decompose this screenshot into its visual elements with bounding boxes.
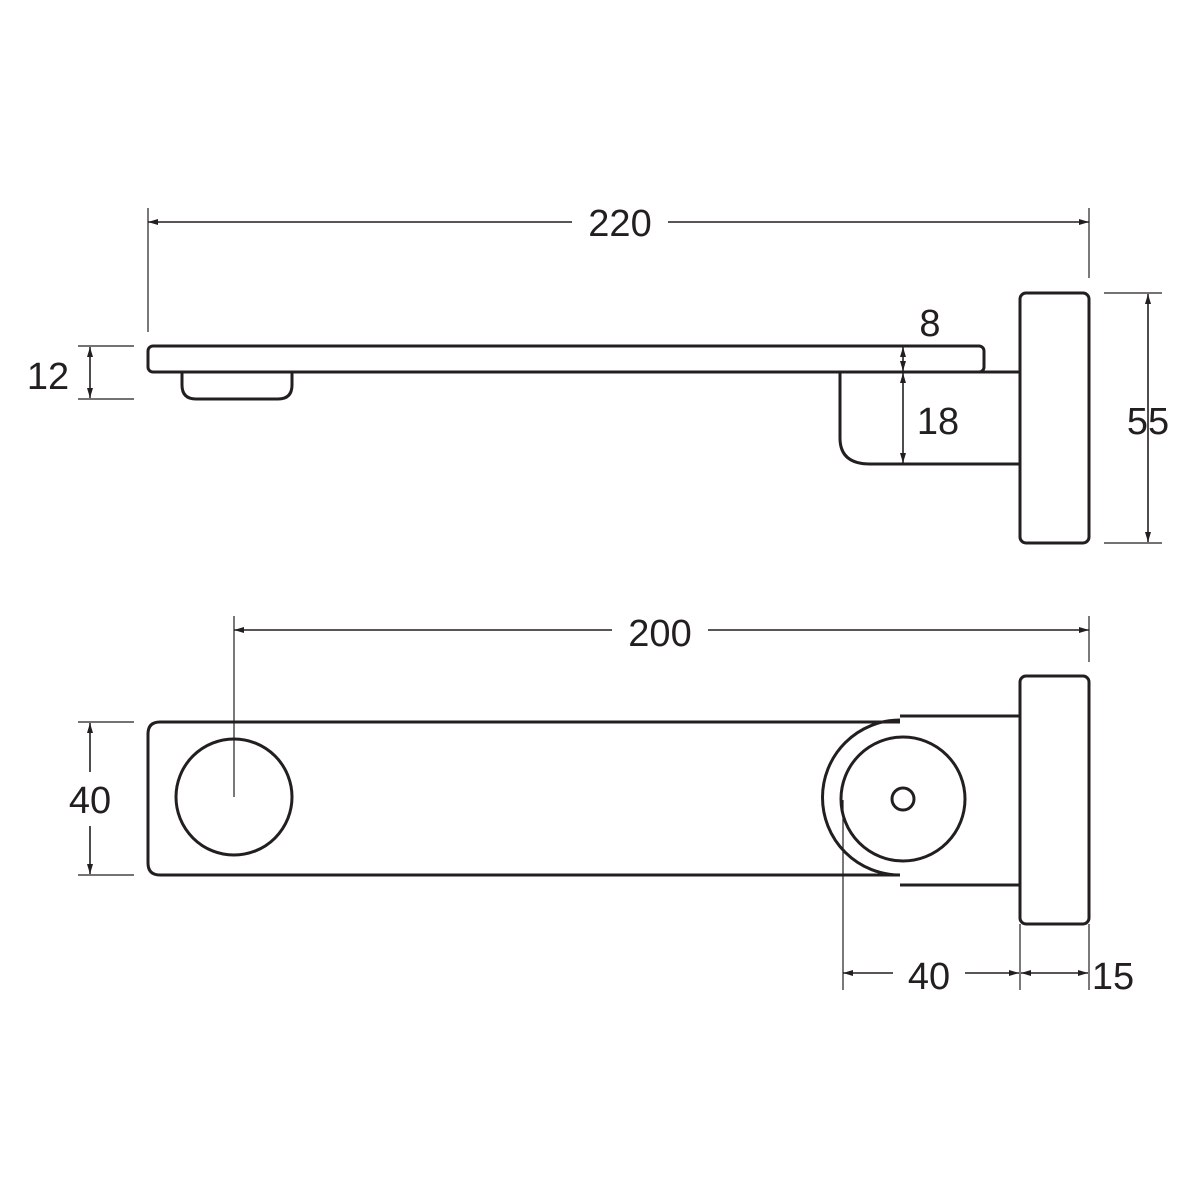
dim-plate-height: 55 xyxy=(1127,401,1169,443)
support-arm xyxy=(838,370,1022,466)
hub-outline xyxy=(821,718,901,877)
wall-plate-top xyxy=(1018,674,1091,926)
dim-hub-depth: 40 xyxy=(908,956,950,998)
dim-arm-height: 18 xyxy=(917,401,959,443)
dim-gap: 8 xyxy=(919,303,940,345)
top-view: 200 40 40 15 xyxy=(69,613,1134,998)
dim-plate-thickness: 15 xyxy=(1092,956,1134,998)
dim-overall-length: 220 xyxy=(588,203,651,245)
shelf-slab xyxy=(146,344,986,374)
screw-hole xyxy=(890,786,916,812)
wall-plate-side xyxy=(1018,291,1091,545)
side-view: 220 12 8 18 55 xyxy=(27,203,1169,545)
dim-arm-width: 40 xyxy=(69,780,111,822)
dim-hole-to-plate: 200 xyxy=(628,613,691,655)
dim-shelf-thickness: 12 xyxy=(27,356,69,398)
arm-body-top xyxy=(146,720,900,877)
shelf-pad xyxy=(180,372,294,401)
hub-boss xyxy=(839,735,967,863)
